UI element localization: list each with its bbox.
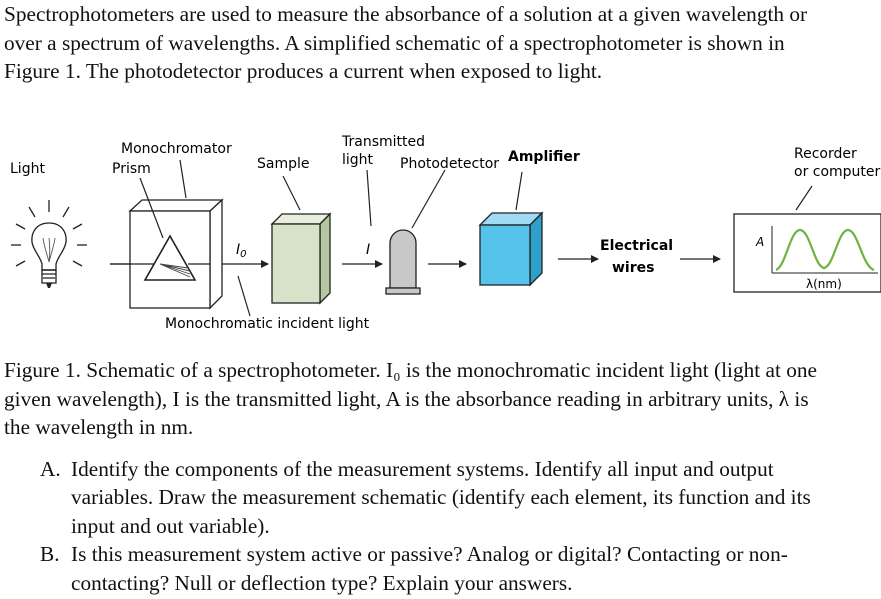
question-list: A. Identify the components of the measur…: [0, 455, 881, 597]
sample-cuvette: [270, 212, 332, 305]
label-transmitted: Transmitted: [341, 134, 425, 150]
question-line: contacting? Null or deflection type? Exp…: [71, 570, 573, 595]
caption-line: the wavelength in nm.: [4, 415, 194, 440]
intro-line: Figure 1. The photodetector produces a c…: [4, 59, 603, 84]
figure-caption: Figure 1. Schematic of a spectrophotomet…: [4, 356, 880, 442]
spectrophotometer-schematic: Light Monochromator Prism Sample Transmi…: [10, 134, 881, 332]
question-line: Is this measurement system active or pas…: [71, 542, 788, 567]
prism-icon: [143, 234, 210, 281]
label-light: Light: [10, 161, 45, 177]
label-recorder: Recorder: [794, 146, 857, 162]
photodetector-icon: [385, 229, 421, 295]
question-line: Identify the components of the measureme…: [71, 457, 774, 481]
label-prism: Prism: [112, 161, 151, 177]
intro-line: over a spectrum of wavelengths. A simpli…: [4, 30, 785, 55]
question-b: B. Is this measurement system active or …: [0, 540, 881, 597]
callout-lines: [139, 159, 813, 317]
question-marker: A.: [40, 457, 61, 481]
label-i0: I0: [236, 242, 247, 260]
label-i: I: [366, 242, 370, 258]
label-photodetector: Photodetector: [400, 156, 499, 172]
label-wires: wires: [612, 260, 654, 276]
label-amplifier: Amplifier: [508, 149, 580, 165]
question-a: A. Identify the components of the measur…: [0, 455, 881, 540]
label-monochromator: Monochromator: [121, 141, 232, 157]
label-monochromatic-incident-light: Monochromatic incident light: [165, 316, 370, 332]
intro-line: Spectrophotometers are used to measure t…: [4, 2, 808, 26]
caption-line: given wavelength), I is the transmitted …: [4, 386, 809, 411]
monochromator-box: [110, 198, 224, 310]
label-sample: Sample: [257, 156, 310, 172]
spectrum-curve: [775, 228, 875, 272]
intro-paragraph: Spectrophotometers are used to measure t…: [4, 0, 880, 86]
question-line: variables. Draw the measurement schemati…: [71, 485, 811, 510]
question-marker: B.: [40, 542, 60, 567]
caption-line: Figure 1. Schematic of a spectrophotomet…: [4, 358, 817, 382]
label-electrical: Electrical: [600, 238, 673, 254]
label-axis-a: A: [755, 235, 764, 249]
amplifier-box: [478, 211, 544, 287]
light-bulb-icon: [11, 200, 87, 288]
label-axis-lambda: λ(nm): [806, 277, 842, 291]
label-or-computer: or computer: [794, 164, 881, 180]
recorder-display: [733, 213, 881, 293]
question-line: input and out variable).: [71, 513, 270, 538]
label-transmitted-light: light: [342, 152, 374, 168]
